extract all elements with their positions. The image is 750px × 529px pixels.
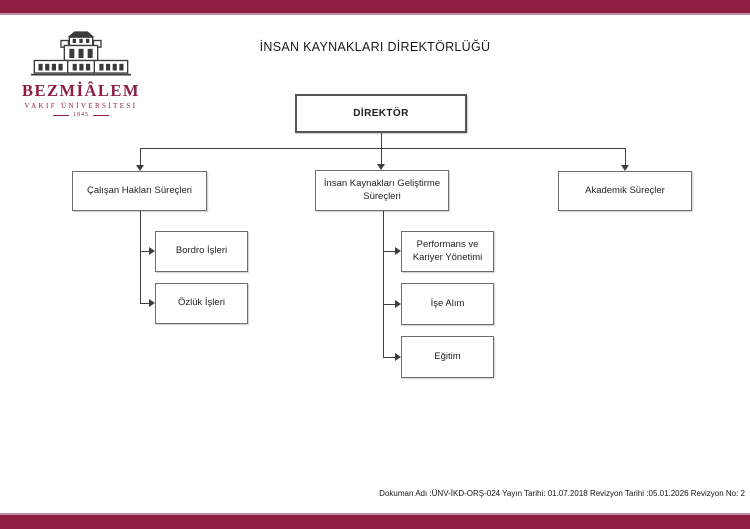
year-ornament-right bbox=[93, 114, 109, 116]
connector-branch1-child1 bbox=[140, 251, 149, 252]
connector-drop-left bbox=[140, 148, 141, 165]
down-arrowhead-icon bbox=[377, 164, 385, 170]
org-node-calisan-haklari: Çalışan Hakları Süreçleri bbox=[72, 171, 207, 211]
connector-branch1-spine bbox=[140, 211, 141, 304]
year-ornament-left bbox=[53, 114, 69, 116]
connector-drop-middle bbox=[381, 148, 382, 164]
org-node-egitim: Eğitim bbox=[401, 336, 494, 378]
connector-level2-rail bbox=[140, 148, 626, 149]
org-node-ise-alim: İşe Alım bbox=[401, 283, 494, 325]
university-building-icon bbox=[29, 31, 133, 82]
logo-name: BEZMİÂLEM bbox=[21, 81, 140, 100]
logo-year-row: 1845 bbox=[20, 112, 142, 118]
right-arrowhead-icon bbox=[395, 247, 401, 255]
bottom-brand-bar bbox=[0, 515, 750, 529]
right-arrowhead-icon bbox=[395, 300, 401, 308]
connector-branch2-spine bbox=[383, 211, 384, 357]
logo-year: 1845 bbox=[73, 112, 89, 118]
page-title: İNSAN KAYNAKLARI DİREKTÖRLÜĞÜ bbox=[259, 40, 491, 54]
org-node-bordro-isleri: Bordro İşleri bbox=[155, 231, 248, 272]
org-node-ozluk-isleri: Özlük İşleri bbox=[155, 283, 248, 324]
connector-branch2-child1 bbox=[383, 251, 395, 252]
connector-branch2-child2 bbox=[383, 304, 395, 305]
down-arrowhead-icon bbox=[136, 165, 144, 171]
connector-branch2-child3 bbox=[383, 357, 395, 358]
org-node-insan-kaynaklari-gelistirme: İnsan Kaynakları Geliştirme Süreçleri bbox=[315, 170, 449, 211]
bottom-accent-line bbox=[0, 513, 750, 515]
org-node-akademik-surecler: Akademik Süreçler bbox=[558, 171, 692, 211]
logo-subtitle: VAKIF ÜNİVERSİTESİ bbox=[24, 102, 138, 110]
right-arrowhead-icon bbox=[149, 299, 155, 307]
connector-drop-right bbox=[625, 148, 626, 165]
right-arrowhead-icon bbox=[149, 247, 155, 255]
top-accent-line bbox=[0, 13, 750, 15]
footer-doc-info: Dokuman Adı :ÜNV-İKD-ORŞ-024 Yayın Tarih… bbox=[379, 489, 745, 498]
org-node-direktor: DİREKTÖR bbox=[295, 94, 467, 133]
university-logo: BEZMİÂLEM VAKIF ÜNİVERSİTESİ 1845 bbox=[20, 28, 142, 118]
down-arrowhead-icon bbox=[621, 165, 629, 171]
top-brand-bar bbox=[0, 0, 750, 13]
org-node-performans-kariyer: Performans ve Kariyer Yönetimi bbox=[401, 231, 494, 272]
connector-root-stub bbox=[381, 133, 382, 148]
right-arrowhead-icon bbox=[395, 353, 401, 361]
connector-branch1-child2 bbox=[140, 303, 149, 304]
